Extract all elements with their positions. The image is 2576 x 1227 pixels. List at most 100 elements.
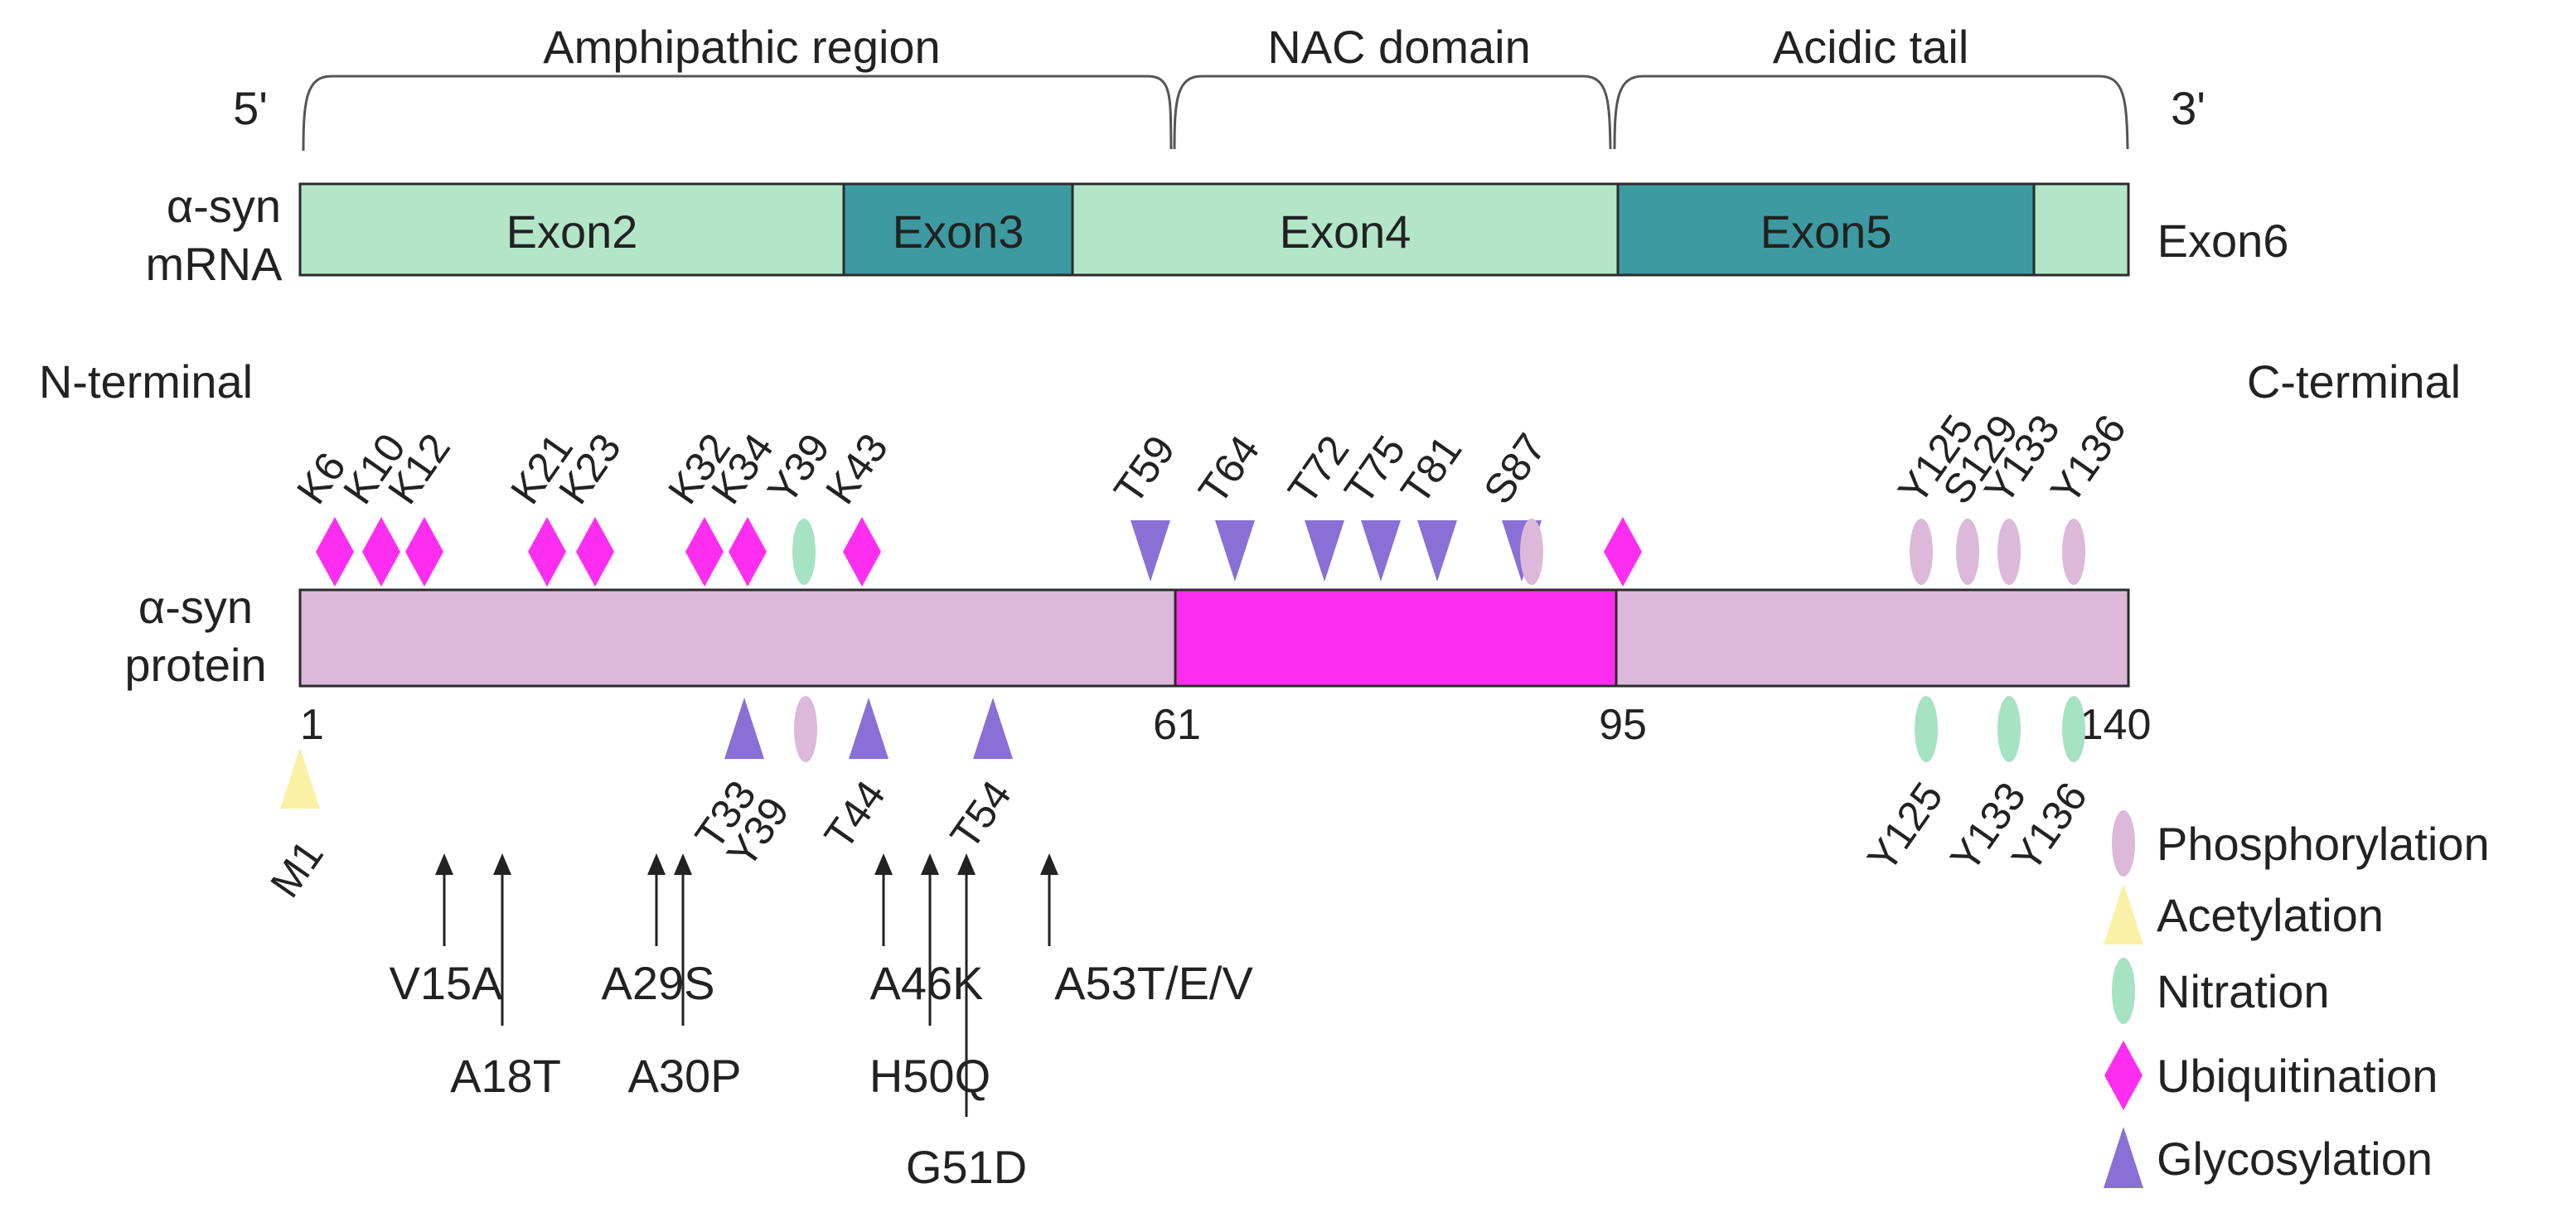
protein-label-line1: α-syn <box>138 581 253 633</box>
bottom-acetylation-marker-0 <box>280 747 320 809</box>
top-label-8: K43 <box>816 425 897 512</box>
top-phosphorylation-marker-20 <box>2062 519 2085 585</box>
top-nitration-marker-7 <box>792 519 816 585</box>
legend-label-ubiquitination: Ubiquitination <box>2157 1050 2438 1102</box>
five-prime-label: 5' <box>233 82 268 134</box>
exon-box-4 <box>1071 182 1620 277</box>
mutation-arrow-head-3 <box>674 853 692 875</box>
top-ubiquitination-marker-4 <box>576 517 614 587</box>
mrna-label-line1: α-syn <box>167 180 281 232</box>
bottom-glycosylation-marker-3 <box>849 698 889 759</box>
top-ubiquitination-marker-0 <box>316 517 354 587</box>
mutation-arrow-head-7 <box>1040 853 1058 875</box>
top-ubiquitination-marker-1 <box>362 517 400 587</box>
exon-label-5: Exon5 <box>1760 205 1892 258</box>
legend-acetylation-swatch <box>2104 883 2143 944</box>
position-tick-1: 1 <box>300 701 324 749</box>
top-label-7: Y39 <box>758 425 839 512</box>
bottom-phosphorylation-marker-2 <box>794 696 817 762</box>
top-label-14: S87 <box>1474 425 1555 512</box>
protein-track: α-syn protein 1 61 95 140 <box>124 581 2151 749</box>
exon-box-3 <box>842 182 1074 277</box>
mutation-label-1: A18T <box>450 1050 561 1102</box>
mutation-label-2: A29S <box>602 957 715 1009</box>
mutation-label-5: H50Q <box>869 1050 990 1102</box>
mutation-label-0: V15A <box>390 957 504 1009</box>
top-label-10: T64 <box>1189 428 1268 513</box>
top-ubiquitination-marker-16 <box>1604 517 1642 587</box>
bottom-nitration-marker-7 <box>2062 696 2085 762</box>
top-label-9: T59 <box>1105 428 1184 513</box>
top-phosphorylation-marker-18 <box>1956 519 1979 585</box>
mutation-arrow-head-0 <box>435 853 453 875</box>
top-glycosylation-marker-9 <box>1131 520 1170 582</box>
mutation-label-4: A46K <box>870 957 984 1009</box>
top-glycosylation-marker-10 <box>1215 520 1255 582</box>
exon-label-4: Exon4 <box>1280 205 1411 258</box>
top-glycosylation-marker-11 <box>1305 520 1344 582</box>
region-label-nac: NAC domain <box>1267 21 1530 73</box>
top-ubiquitination-marker-3 <box>528 517 566 587</box>
mutation-label-3: A30P <box>628 1050 742 1102</box>
top-phosphorylation-marker-17 <box>1910 519 1933 585</box>
exon-label-2: Exon2 <box>506 205 638 258</box>
exon6-label: Exon6 <box>2157 215 2289 267</box>
exon-label-3: Exon3 <box>893 205 1024 258</box>
nac-domain-segment <box>1174 588 1618 688</box>
exon-box-2 <box>298 182 845 277</box>
region-bracket-nac <box>1173 75 1612 150</box>
mutation-arrow-head-2 <box>647 853 666 875</box>
legend-label-nitration: Nitration <box>2157 965 2330 1017</box>
region-headers: Amphipathic region NAC domain Acidic tai… <box>233 21 2206 152</box>
legend: PhosphorylationAcetylationNitrationUbiqu… <box>2104 810 2490 1188</box>
region-label-amphipathic: Amphipathic region <box>543 21 940 73</box>
exon-group: Exon2 Exon3 Exon4 Exon5 <box>298 182 2130 277</box>
legend-label-glycosylation: Glycosylation <box>2157 1133 2433 1185</box>
region-label-acidic: Acidic tail <box>1773 21 1969 73</box>
bottom-nitration-marker-6 <box>1997 696 2021 762</box>
top-ubiquitination-marker-5 <box>685 517 724 587</box>
c-terminal-label: C-terminal <box>2247 355 2461 408</box>
position-ticks: 1 61 95 140 <box>300 701 2151 749</box>
top-label-20: Y136 <box>2041 407 2135 513</box>
position-tick-140: 140 <box>2080 701 2152 749</box>
legend-ubiquitination-swatch <box>2104 1041 2143 1110</box>
bottom-label-5: Y125 <box>1858 774 1952 880</box>
mutation-arrow-head-5 <box>921 853 939 875</box>
region-bracket-amphipathic <box>302 75 1173 152</box>
bottom-glycosylation-marker-4 <box>973 698 1013 759</box>
bottom-label-3: T44 <box>816 772 894 857</box>
n-terminal-label: N-terminal <box>39 355 253 408</box>
top-ubiquitination-marker-6 <box>729 517 767 587</box>
position-tick-61: 61 <box>1153 701 1201 749</box>
top-glycosylation-marker-12 <box>1361 520 1401 582</box>
top-label-13: T81 <box>1392 428 1470 513</box>
legend-phosphorylation-swatch <box>2112 810 2135 877</box>
region-bracket-acidic <box>1613 75 2129 150</box>
exon-box-6 <box>2032 182 2130 277</box>
top-phosphorylation-marker-15 <box>1520 519 1543 585</box>
mutation-arrow-head-4 <box>874 853 893 875</box>
bottom-nitration-marker-5 <box>1915 696 1938 762</box>
legend-label-acetylation: Acetylation <box>2157 889 2384 941</box>
legend-label-phosphorylation: Phosphorylation <box>2157 818 2490 870</box>
mutation-label-7: A53T/E/V <box>1054 957 1253 1009</box>
bottom-label-0: M1 <box>261 832 332 906</box>
bottom-glycosylation-marker-1 <box>724 698 764 759</box>
mutation-arrow-head-1 <box>493 853 511 875</box>
top-phosphorylation-marker-19 <box>1997 519 2021 585</box>
top-ubiquitination-marker-2 <box>405 517 443 587</box>
protein-label-line2: protein <box>124 639 266 691</box>
protein-bar-group <box>298 588 2130 688</box>
position-tick-95: 95 <box>1599 701 1647 749</box>
top-ubiquitination-marker-8 <box>843 517 881 587</box>
legend-nitration-swatch <box>2112 958 2135 1024</box>
bottom-label-4: T54 <box>942 772 1020 857</box>
legend-glycosylation-swatch <box>2104 1127 2143 1188</box>
mutation-arrow-head-6 <box>957 853 976 875</box>
